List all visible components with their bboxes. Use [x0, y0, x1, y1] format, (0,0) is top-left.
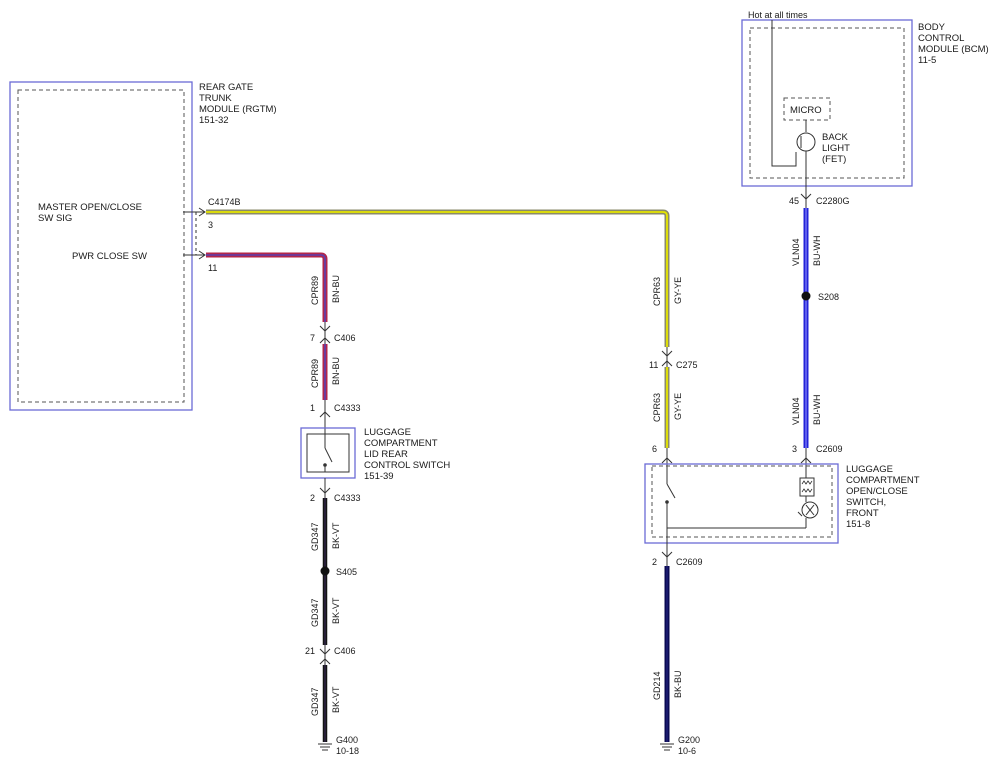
c2280g-name: C2280G [816, 196, 850, 206]
wire-gd214: GD214 BK-BU [652, 566, 683, 742]
wire-cpr89-a-circuit: CPR89 [310, 276, 320, 305]
rgtm-module: REAR GATE TRUNK MODULE (RGTM) 151-32 MAS… [9, 81, 277, 411]
front-switch-name-line3: OPEN/CLOSE [846, 486, 908, 497]
c275-pin: 11 [649, 360, 658, 370]
wire-gd347-a-circuit: GD347 [310, 522, 320, 551]
c4333-bot-pin: 2 [310, 493, 315, 503]
wire-vln04-b-color: BU-WH [812, 395, 822, 426]
splice-s405: S405 [320, 566, 357, 577]
connector-c275: 11 C275 [649, 347, 698, 370]
rgtm-name-line1: REAR GATE [199, 82, 253, 93]
splice-s208: S208 [801, 291, 839, 302]
c275-name: C275 [676, 360, 698, 370]
wire-gd214-circuit: GD214 [652, 671, 662, 700]
lid-switch-name-line5: 151-39 [364, 471, 394, 482]
wire-gd347: GD347 BK-VT GD347 BK-VT GD347 BK-VT [310, 498, 341, 742]
pwr-close-label: PWR CLOSE SW [72, 251, 147, 262]
rgtm-name-line2: TRUNK [199, 93, 232, 104]
wire-gd347-b-circuit: GD347 [310, 598, 320, 627]
wire-gd347-a-color: BK-VT [331, 522, 341, 549]
c2609-pin3-name: C2609 [816, 444, 843, 454]
connector-c2280g: 45 C2280G [789, 186, 850, 208]
backlight-line1: BACK [822, 132, 849, 143]
master-sig-pin: 3 [208, 220, 213, 230]
c406-bot-name: C406 [334, 646, 356, 656]
wire-vln04-a-color: BU-WH [812, 236, 822, 267]
front-switch-name-line4: SWITCH, [846, 497, 886, 508]
rgtm-name-line3: MODULE (RGTM) [199, 104, 277, 115]
connector-c4333-top: 1 C4333 [310, 400, 361, 440]
s208-name: S208 [818, 292, 839, 302]
bcm-hot-label: Hot at all times [748, 10, 808, 20]
micro-label: MICRO [790, 105, 822, 116]
wire-cpr63: CPR63 GY-YE CPR63 GY-YE [206, 209, 683, 448]
wire-cpr63-a-circuit: CPR63 [652, 277, 662, 306]
c4333-bot-name: C4333 [334, 493, 361, 503]
connector-c406-bot: 21 C406 [305, 645, 356, 665]
g400-name: G400 [336, 735, 358, 745]
rgtm-name-line4: 151-32 [199, 115, 229, 126]
c2609-bot-pin: 2 [652, 557, 657, 567]
wire-cpr63-b-color: GY-YE [673, 393, 683, 420]
connector-c4333-bot: 2 C4333 [310, 478, 361, 503]
wire-gd347-b-color: BK-VT [331, 597, 341, 624]
c4333-top-pin: 1 [310, 403, 315, 413]
wire-vln04: VLN04 BU-WH VLN04 BU-WH [791, 208, 822, 448]
c406-top-pin: 7 [310, 333, 315, 343]
front-switch-name-line6: 151-8 [846, 519, 870, 530]
lid-switch-name-line2: COMPARTMENT [364, 438, 438, 449]
backlight-line3: (FET) [822, 154, 846, 165]
bcm-module: BODY CONTROL MODULE (BCM) 11-5 Hot at al… [741, 10, 989, 188]
wire-cpr89-a-color: BN-BU [331, 275, 341, 303]
c2609-pin3: 3 [792, 444, 797, 454]
wire-cpr89-b-color: BN-BU [331, 357, 341, 385]
s405-name: S405 [336, 567, 357, 577]
front-open-close-switch: LUGGAGE COMPARTMENT OPEN/CLOSE SWITCH, F… [644, 463, 920, 545]
g200-ref: 10-6 [678, 746, 696, 756]
c406-top-name: C406 [334, 333, 356, 343]
wire-cpr63-b-circuit: CPR63 [652, 393, 662, 422]
wire-cpr63-a-color: GY-YE [673, 277, 683, 304]
front-switch-name-line1: LUGGAGE [846, 464, 893, 475]
lid-switch-name-line4: CONTROL SWITCH [364, 460, 450, 471]
wire-cpr89-b-circuit: CPR89 [310, 359, 320, 388]
front-switch-name-line2: COMPARTMENT [846, 475, 920, 486]
wire-vln04-b-circuit: VLN04 [791, 397, 801, 425]
pwr-close-pin: 11 [208, 263, 217, 273]
lid-switch-name-line3: LID REAR [364, 449, 408, 460]
master-sig-label-line2: SW SIG [38, 213, 72, 224]
c4333-top-name: C4333 [334, 403, 361, 413]
rgtm-pins: C4174B 3 11 [183, 197, 241, 273]
bcm-name-line1: BODY [918, 22, 946, 33]
connector-c406-top: 7 C406 [310, 322, 356, 344]
lid-rear-control-switch: LUGGAGE COMPARTMENT LID REAR CONTROL SWI… [300, 427, 450, 482]
g400-ref: 10-18 [336, 746, 359, 756]
wire-gd347-c-color: BK-VT [331, 686, 341, 713]
master-sig-label-line1: MASTER OPEN/CLOSE [38, 202, 142, 213]
bcm-name-line3: MODULE (BCM) [918, 44, 989, 55]
wire-gd214-color: BK-BU [673, 670, 683, 698]
connector-c2609-bot: 2 C2609 [652, 543, 703, 567]
g200-name: G200 [678, 735, 700, 745]
ground-g200: G200 10-6 [660, 735, 700, 756]
ground-g400: G400 10-18 [318, 735, 359, 756]
bcm-name-line2: CONTROL [918, 33, 964, 44]
c2609-pin6: 6 [652, 444, 657, 454]
wire-gd347-c-circuit: GD347 [310, 687, 320, 716]
front-switch-name-line5: FRONT [846, 508, 879, 519]
lid-switch-name-line1: LUGGAGE [364, 427, 411, 438]
c2280g-pin: 45 [789, 196, 799, 206]
wire-cpr89: CPR89 BN-BU CPR89 BN-BU [206, 252, 341, 400]
backlight-line2: LIGHT [822, 143, 850, 154]
wire-vln04-a-circuit: VLN04 [791, 238, 801, 266]
bcm-name-line4: 11-5 [918, 55, 936, 66]
c406-bot-pin: 21 [305, 646, 315, 656]
c2609-bot-name: C2609 [676, 557, 703, 567]
c4174b-label: C4174B [208, 197, 241, 207]
